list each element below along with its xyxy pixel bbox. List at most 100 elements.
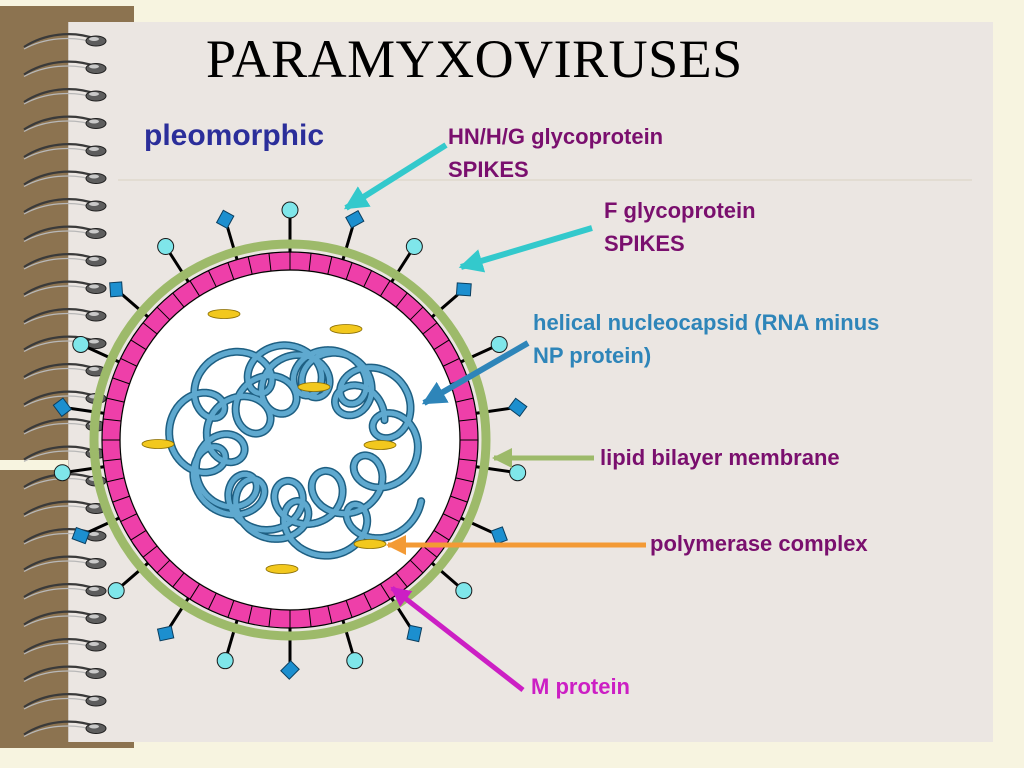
polymerase-complex-label: polymerase complex xyxy=(650,531,868,556)
page-title: PARAMYXOVIRUSES xyxy=(206,29,743,89)
helical-nucleocapsid xyxy=(165,341,426,560)
m-protein-segment xyxy=(433,339,450,350)
label-arrows xyxy=(343,142,646,692)
m-protein-segment xyxy=(130,530,147,541)
m-protein-segment xyxy=(308,253,312,272)
m-protein-segment xyxy=(112,377,130,385)
spike-stalk xyxy=(387,252,412,288)
nucleocapsid-strand-highlight xyxy=(166,342,424,559)
hn-spike-head xyxy=(107,582,125,600)
m-protein-segment xyxy=(130,339,147,350)
spike-stalk xyxy=(426,293,459,322)
m-protein-segment xyxy=(103,418,122,422)
f-spike-head xyxy=(156,625,175,642)
m-protein-segment xyxy=(395,572,408,588)
spike-stalk xyxy=(87,514,126,534)
m-protein-segment xyxy=(189,280,200,297)
m-protein-segment xyxy=(455,477,474,483)
polymerase-complexes xyxy=(141,309,397,574)
m-protein-segment xyxy=(345,600,353,618)
binding-hole-shine xyxy=(89,724,99,729)
m-protein-segment xyxy=(227,262,235,280)
m-protein-segment xyxy=(172,572,185,588)
arrow-f-spikes xyxy=(458,225,593,273)
m-protein-segment xyxy=(247,605,253,624)
m-protein-segment xyxy=(103,458,122,462)
m-protein-label: M protein xyxy=(531,674,630,699)
m-protein-segment xyxy=(247,256,253,275)
hn-spike-head xyxy=(157,238,175,256)
f-spike-head xyxy=(406,624,423,643)
spike-stalk xyxy=(226,226,241,266)
f-spike-head xyxy=(490,526,508,545)
m-protein-segment xyxy=(442,513,460,523)
pleomorphic-label: pleomorphic xyxy=(144,119,325,152)
binding-hole-shine xyxy=(89,64,99,69)
m-protein-segment xyxy=(112,495,130,503)
binding-hole-shine xyxy=(89,229,99,234)
hn-spike-head xyxy=(53,464,71,482)
f-spike-head xyxy=(455,282,472,297)
binding-hole-shine xyxy=(89,669,99,674)
m-protein-segment xyxy=(156,306,171,321)
f-glycoprotein-label: F glycoprotein SPIKES xyxy=(604,194,756,260)
m-protein-segment xyxy=(450,495,468,503)
spike-stalk xyxy=(70,464,111,474)
polymerase-complex xyxy=(353,539,387,549)
m-protein-segment xyxy=(172,292,185,308)
m-protein-segment xyxy=(433,530,450,541)
binding-hole-shine xyxy=(89,119,99,124)
lipid-bilayer-label: lipid bilayer membrane xyxy=(600,445,840,470)
m-protein-segment xyxy=(327,605,333,624)
m-protein-segment xyxy=(363,592,373,610)
spike-stalk xyxy=(70,406,111,416)
m-protein-segment xyxy=(380,583,391,600)
m-protein-segment xyxy=(458,418,477,422)
m-protein-segment xyxy=(442,357,460,367)
spike-stalk xyxy=(469,464,510,474)
m-protein-segment xyxy=(120,513,138,523)
m-protein-segment xyxy=(422,322,438,335)
m-protein-segment xyxy=(345,262,353,280)
binding-hole-shine xyxy=(89,147,99,151)
binding-hole-shine xyxy=(89,559,99,564)
nucleocapsid-label: helical nucleocapsid (RNA minus NP prote… xyxy=(533,306,879,372)
m-protein-segment xyxy=(189,583,200,600)
spike-stalk xyxy=(121,293,154,322)
arrow-m-protein xyxy=(390,586,525,692)
arrow-hn-spikes xyxy=(343,142,448,211)
f-glycoprotein-label-line1: F glycoprotein xyxy=(604,198,756,223)
m-protein-segment xyxy=(156,559,171,574)
f-spike-head xyxy=(109,281,124,298)
hn-spike-head xyxy=(346,652,364,670)
f-spike-head xyxy=(52,397,73,418)
f-spike-head xyxy=(215,209,235,230)
polymerase-complex xyxy=(297,382,331,392)
hn-glycoprotein-label-line1: HN/H/G glycoprotein xyxy=(448,124,664,149)
f-spike-head xyxy=(507,397,528,417)
polymerase-complex xyxy=(329,324,363,334)
m-protein-segment xyxy=(142,545,158,558)
m-protein-segment xyxy=(268,608,272,627)
spike-stalk xyxy=(454,346,493,366)
hn-spike-head xyxy=(455,582,473,600)
binding-hole-shine xyxy=(89,587,99,591)
f-spike-head xyxy=(71,526,91,545)
arrow-nucleocapsid xyxy=(421,340,530,406)
binding-hole-shine xyxy=(89,504,99,509)
m-protein-segment xyxy=(207,270,217,288)
binding-hole-shine xyxy=(89,312,99,316)
hn-spike-head xyxy=(281,201,299,219)
m-protein-segments xyxy=(102,252,478,628)
m-protein-segment xyxy=(142,322,158,335)
m-protein-segment xyxy=(268,253,272,272)
hn-spike-head xyxy=(490,335,508,353)
f-spike-head xyxy=(280,660,300,680)
spike-stalk xyxy=(339,614,354,654)
binding-hole-shine xyxy=(89,92,99,96)
binding-hole-shine xyxy=(89,339,99,344)
binding-hole-shine xyxy=(89,532,99,536)
hn-spike-head xyxy=(216,652,234,670)
